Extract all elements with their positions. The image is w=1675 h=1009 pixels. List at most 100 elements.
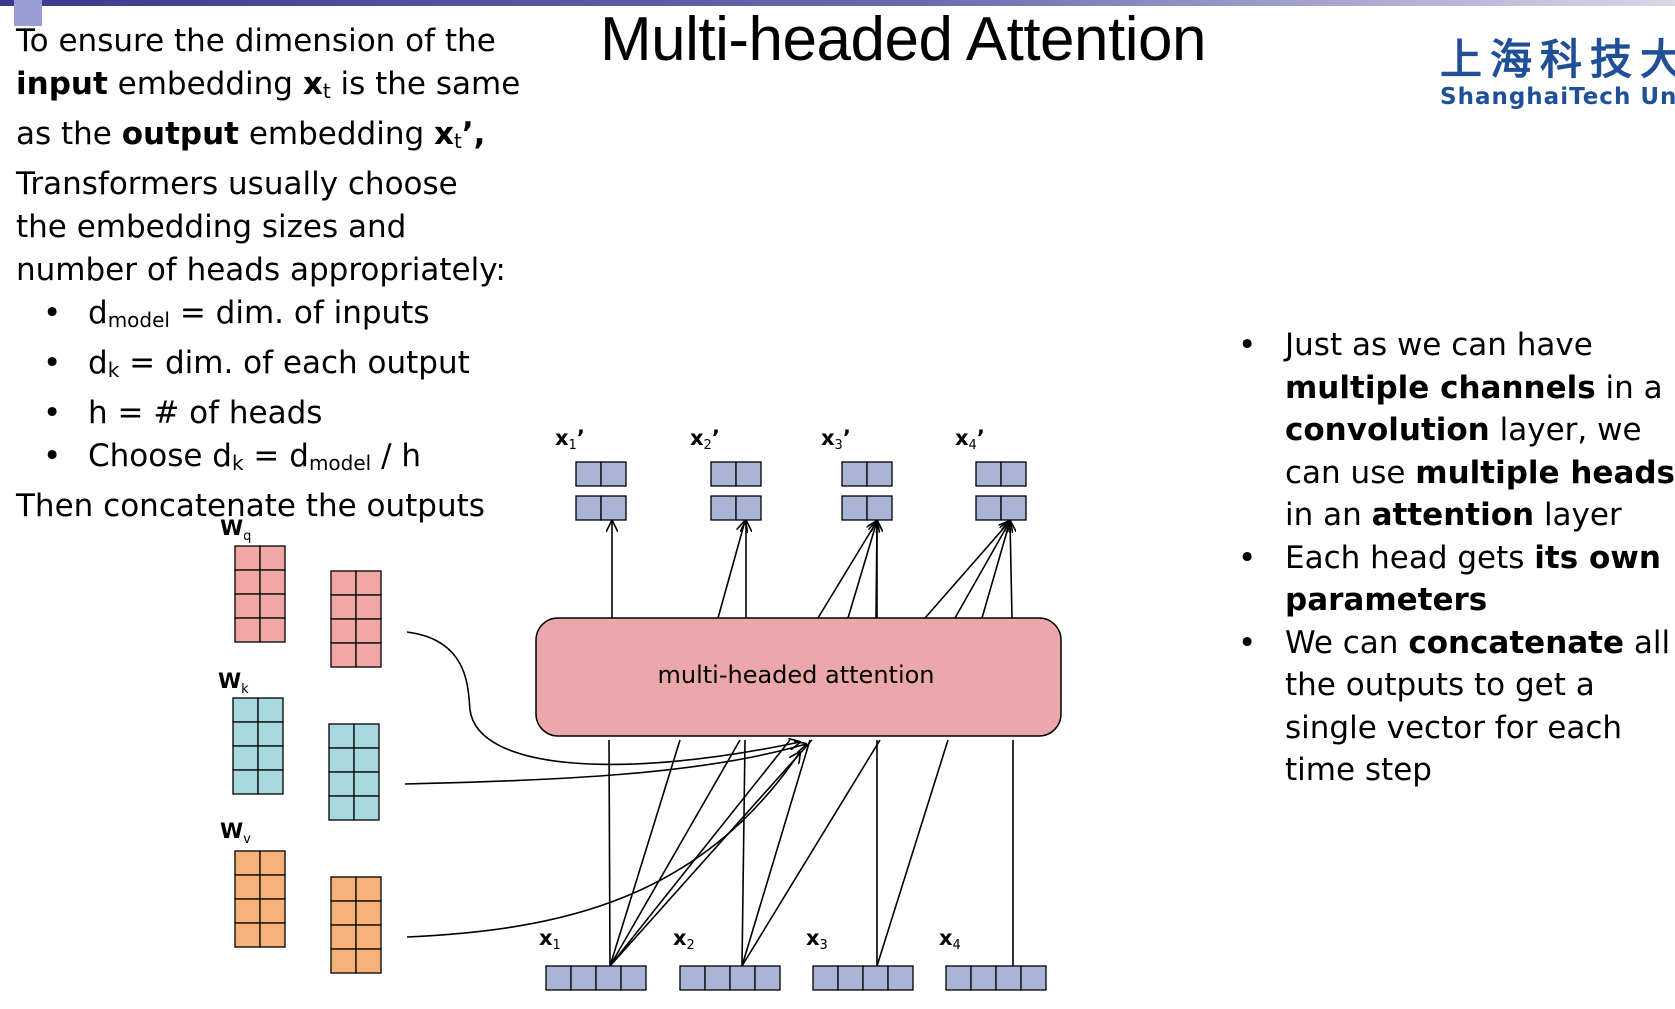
output-vector-cell [1000,461,1027,487]
output-vector-cell [1000,495,1027,521]
weight-q-cell [234,569,261,595]
output-vector-cell [975,495,1002,521]
weight-k-cell [353,747,380,773]
left-intro-run: number of heads appropriately: [16,252,506,288]
left-intro-run: input [16,66,108,102]
left-bullet-run: h = # of heads [88,395,323,431]
weight-k-cell [353,723,380,749]
input-x1-line [609,739,791,967]
left-bullet-run: d [88,295,108,331]
input-vector-cell [679,965,706,991]
top-accent-bar [0,0,1675,6]
input-vector-cell [570,965,597,991]
input-vector-cell [595,965,622,991]
input-x1-line [609,739,741,967]
weight-label-v: Wv [220,819,251,847]
left-bullet-run: k [231,451,244,475]
right-bullet-run: layer [1534,497,1622,533]
right-bullet-run: in a [1595,369,1663,406]
output-vector-cell [866,495,893,521]
output-x4-line [1010,521,1012,619]
weight-k-cell [328,795,355,821]
weight-q-cell [234,545,261,571]
weight-k-cell [257,721,284,747]
left-intro-run: the embedding sizes and [16,209,407,245]
weight-v-cell [355,948,382,974]
output-label-4: x4’ [955,426,985,453]
input-label-1: x1 [539,926,561,953]
left-intro-run: x [434,116,455,152]
input-label-3: x3 [806,926,828,953]
right-bullet-line: convolution layer, we [1285,409,1675,452]
weight-q-cell [330,618,357,644]
left-intro-run: embedding [107,66,303,102]
right-bullet-run: the outputs to get a [1285,667,1595,703]
weight-q-cell [330,570,357,596]
input-x3-line [876,739,949,967]
weight-v-cell [259,898,286,924]
input-x2-line [741,739,811,967]
output-x3-line [847,521,877,619]
attention-box [535,617,1062,737]
right-bullet-run: in an [1285,497,1372,533]
left-bullet-run: = d [243,438,309,474]
right-bullet-line: multiple channels in a [1285,367,1675,410]
token-vectors [545,461,1047,991]
weight-k-cell [257,745,284,771]
weight-k-cell [232,697,259,723]
right-bullet-line: single vector for each [1285,707,1675,750]
weight-v-cell [330,900,357,926]
output-vector-cell [841,461,868,487]
left-outro: Then concatenate the outputs [16,488,485,524]
weight-v-cell [355,924,382,950]
right-bullet-run: concatenate [1408,624,1625,661]
weight-v-cell [259,922,286,948]
weight-k-cell [328,747,355,773]
left-bullet-run: k [107,358,120,382]
input-vector-cell [545,965,572,991]
slide-title: Multi-headed Attention [600,5,1206,74]
output-x4-line [924,521,1010,619]
left-bullet-item: h = # of heads [16,392,516,435]
weight-q-cell [355,618,382,644]
right-bullet-run: all [1624,624,1671,661]
corner-accent-square [14,0,42,26]
wv-curve [406,752,800,938]
input-vector-cell [754,965,781,991]
left-bullet-run: Choose d [88,438,232,474]
weight-q-cell [259,617,286,643]
output-vector-cell [575,461,602,487]
connection-lines [404,521,1013,967]
right-bullet-run: single vector for each [1285,709,1623,746]
left-intro-run: embedding [239,116,435,152]
input-x1-line [608,739,611,967]
left-bullet-item: Choose dk = dmodel / h [16,435,516,485]
weight-q-cell [259,545,286,571]
output-vector-cell [735,461,762,487]
left-intro-line: as the output embedding xt’, [16,113,516,163]
right-bullet-line: We can concatenate all [1285,622,1675,665]
weight-k-cell [328,771,355,797]
weight-label-k: Wk [218,669,249,697]
weight-v-cell [355,900,382,926]
left-bullet-run: / h [371,438,422,474]
input-vector-cell [862,965,889,991]
input-vector-cell [1020,965,1047,991]
left-intro-line: the embedding sizes and [16,206,516,249]
output-vector-cell [841,495,868,521]
left-bullet-run: = dim. of each output [119,345,470,381]
weight-q-cell [355,642,382,668]
weight-k-cell [232,745,259,771]
weight-label-q: Wq [220,516,251,544]
left-intro-run: x [302,66,323,102]
left-bullet-run: d [88,345,108,381]
input-x1-line [609,739,813,967]
left-intro-run: Transformers usually choose [16,166,458,202]
